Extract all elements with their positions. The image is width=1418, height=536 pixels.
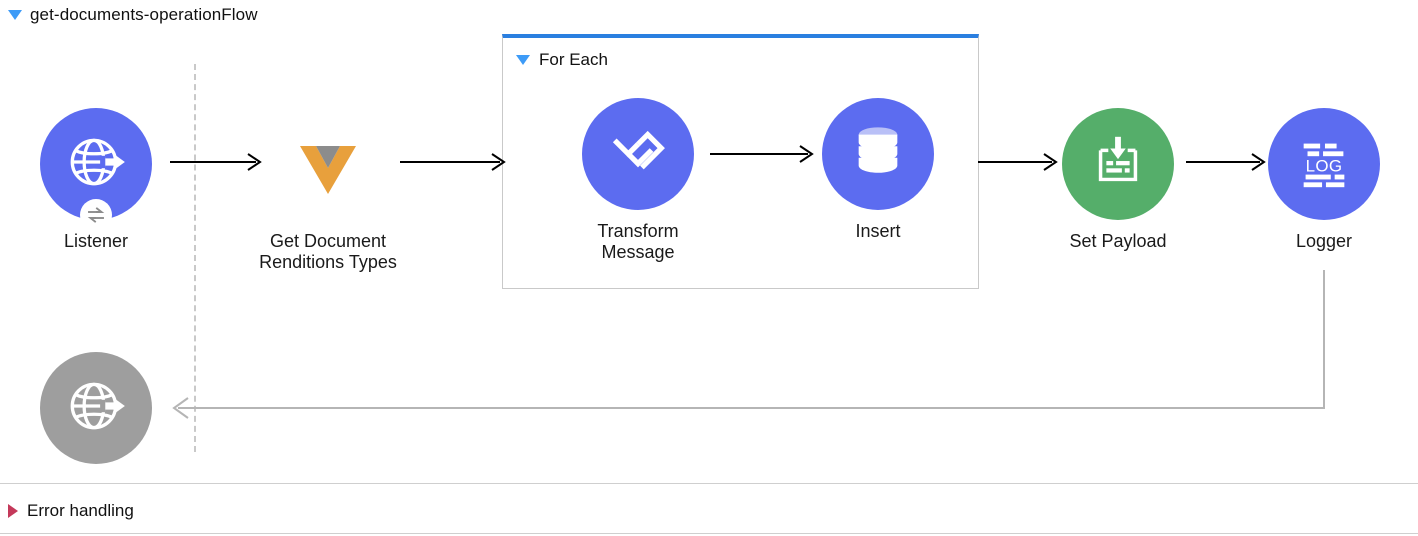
connector-get-document-to-foreach: [400, 150, 510, 174]
connector-set-payload-to-logger: [1186, 150, 1276, 174]
globe-arrow-icon: [63, 373, 129, 444]
flow-title: get-documents-operationFlow: [30, 5, 258, 24]
get-document-icon-bubble[interactable]: [272, 108, 384, 220]
vue-connector-icon: [290, 124, 366, 205]
log-icon: LOG: [1293, 131, 1355, 198]
node-insert[interactable]: Insert: [798, 98, 958, 242]
triangle-down-icon[interactable]: [516, 55, 530, 65]
transform-message-icon-bubble[interactable]: [582, 98, 694, 210]
insert-icon-bubble[interactable]: [822, 98, 934, 210]
node-label: Logger: [1295, 231, 1353, 251]
set-payload-icon: [1087, 131, 1149, 198]
for-each-scope-title: For Each: [539, 50, 608, 69]
node-response[interactable]: [16, 352, 176, 475]
node-label: Set Payload: [1069, 231, 1167, 251]
footer-divider-bottom: [0, 533, 1418, 534]
triangle-down-icon[interactable]: [8, 10, 22, 20]
listener-icon-bubble[interactable]: [40, 108, 152, 230]
node-label: Get Document Renditions Types: [259, 231, 397, 273]
request-response-icon: [81, 200, 111, 230]
response-icon-bubble[interactable]: [40, 352, 152, 464]
node-logger[interactable]: LOG Logger: [1244, 108, 1404, 252]
node-label: Transform Message: [597, 221, 679, 263]
node-label: Insert: [855, 221, 901, 241]
flow-header[interactable]: get-documents-operationFlow: [8, 3, 258, 27]
set-payload-icon-bubble[interactable]: [1062, 108, 1174, 220]
connector-transform-to-insert: [710, 142, 820, 166]
for-each-scope-header[interactable]: For Each: [503, 38, 978, 73]
error-handling-header[interactable]: Error handling: [8, 499, 134, 523]
node-set-payload[interactable]: Set Payload: [1038, 108, 1198, 252]
node-label: Listener: [63, 231, 129, 251]
connector-logger-to-response: [160, 270, 1360, 430]
for-each-scope[interactable]: For Each: [502, 34, 979, 289]
triangle-right-icon[interactable]: [8, 504, 18, 518]
database-icon: [849, 123, 907, 186]
footer-divider-top: [0, 483, 1418, 484]
node-listener[interactable]: Listener: [16, 108, 176, 252]
connector-listener-to-get-document: [170, 150, 266, 174]
globe-arrow-icon: [63, 129, 129, 200]
error-handling-title: Error handling: [27, 501, 134, 520]
source-separator-line: [194, 64, 196, 452]
dataweave-icon: [607, 121, 669, 188]
node-get-document-renditions-types[interactable]: Get Document Renditions Types: [248, 108, 408, 273]
connector-foreach-to-set-payload: [978, 150, 1068, 174]
logger-icon-bubble[interactable]: LOG: [1268, 108, 1380, 220]
node-transform-message[interactable]: Transform Message: [558, 98, 718, 263]
svg-text:LOG: LOG: [1306, 156, 1343, 175]
